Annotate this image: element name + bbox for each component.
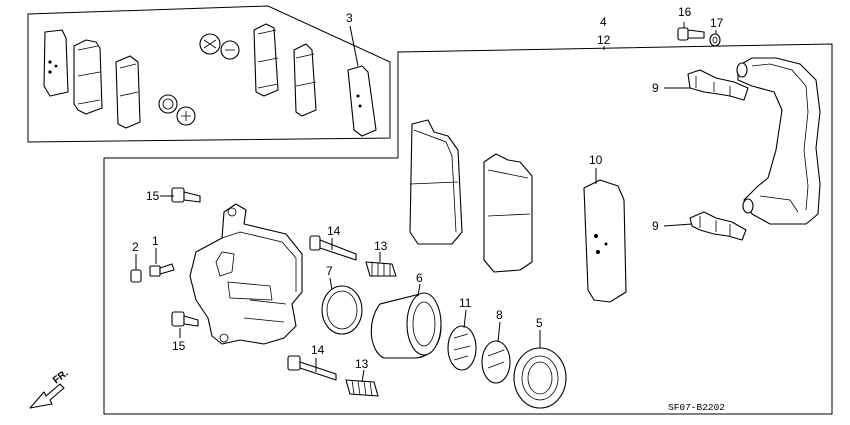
brake-pad-outer [483, 153, 533, 273]
front-direction-label: FR. [51, 368, 71, 387]
callout-8: 8 [496, 308, 503, 322]
callout-3: 3 [346, 11, 353, 25]
guide-pin-lower [287, 355, 337, 381]
pad-shim-10 [583, 179, 627, 303]
caliper-bolt-lower [171, 311, 199, 327]
callout-5: 5 [536, 316, 543, 330]
pad-left-1 [73, 39, 103, 115]
caliper-bolt-upper [171, 187, 201, 203]
callout-16: 16 [678, 5, 692, 19]
callout-4: 4 [600, 15, 607, 29]
front-direction-arrow: FR. [29, 368, 71, 409]
pad-shim-left [43, 29, 69, 97]
callout-13-lower: 13 [355, 357, 369, 371]
callout-17: 17 [710, 16, 724, 30]
caliper-bracket [736, 57, 821, 225]
anti-squeal-clip-1 [158, 94, 178, 114]
callout-9-upper: 9 [652, 81, 659, 95]
pad-right-2 [293, 43, 317, 117]
piston-shim-8 [481, 340, 511, 384]
bleeder-screw [149, 263, 175, 277]
pad-left-2 [115, 55, 141, 129]
pad-kit-parts [43, 23, 377, 137]
callout-1: 1 [152, 234, 159, 248]
pin-boot-upper [365, 261, 397, 277]
bracket-washer [709, 33, 721, 47]
piston-shim-11 [447, 325, 477, 371]
callout-7: 7 [326, 264, 333, 278]
pad-retainer-lower [689, 211, 747, 241]
callout-6: 6 [416, 271, 423, 285]
callout-14-lower: 14 [311, 343, 325, 357]
pad-kit-group-frame [27, 5, 391, 143]
callout-12: 12 [597, 33, 611, 47]
caliper-body [189, 203, 303, 345]
pad-shim-right [347, 65, 377, 137]
callout-9-lower: 9 [652, 219, 659, 233]
callout-15-lower: 15 [172, 339, 186, 353]
pin-boot-lower [345, 379, 379, 397]
leader-lines [135, 22, 717, 383]
piston-seal [321, 285, 363, 335]
callout-15-upper: 15 [146, 189, 160, 203]
callout-14-upper: 14 [327, 224, 341, 238]
callout-13-upper: 13 [374, 239, 388, 253]
callout-11: 11 [459, 296, 472, 310]
callout-2: 2 [132, 240, 139, 254]
bleeder-cap [130, 269, 142, 283]
guide-pin-upper [309, 235, 357, 261]
piston-boot [513, 347, 567, 409]
main-assembly-frame [103, 43, 833, 415]
diagram-code: SF07-B2202 [668, 402, 725, 413]
brake-pad-inner [409, 119, 463, 245]
callout-10: 10 [589, 153, 603, 167]
pad-retainer-upper [687, 69, 749, 101]
caliper-piston [370, 292, 442, 359]
bracket-bolt [677, 27, 705, 41]
